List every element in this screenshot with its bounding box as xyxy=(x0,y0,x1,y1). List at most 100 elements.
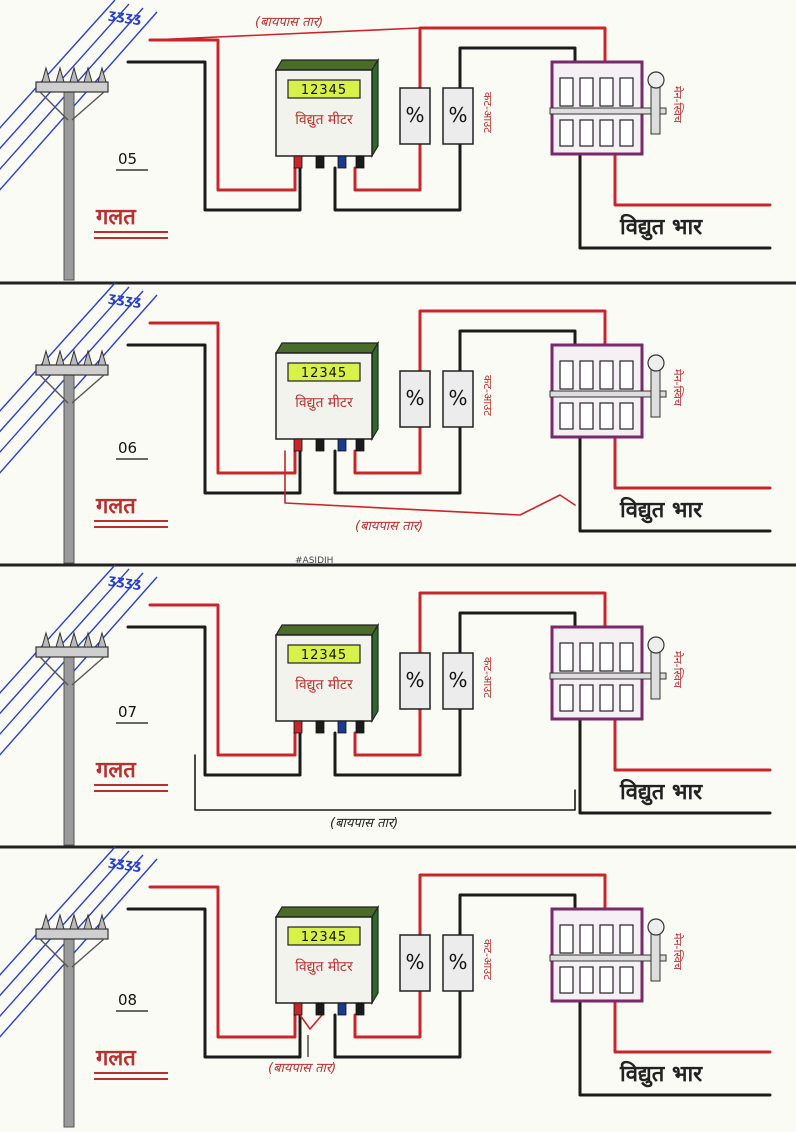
pole-insulator xyxy=(69,913,79,930)
live-wire-load xyxy=(613,995,772,1054)
bypass-label: (बायपास तार) xyxy=(355,519,423,534)
service-line xyxy=(0,576,158,756)
live-wire-in xyxy=(148,38,297,192)
meter-display xyxy=(287,644,361,664)
switch-handle xyxy=(650,930,661,982)
pole-insulator xyxy=(41,913,51,930)
switch-handle xyxy=(650,83,661,135)
switch-fuse-top xyxy=(619,360,634,390)
live-wire-in xyxy=(148,321,297,475)
bypass-wire xyxy=(284,450,576,516)
switch-fuse-bottom xyxy=(579,402,594,430)
switch-handle xyxy=(650,366,661,418)
switch-fuse-top xyxy=(599,642,614,672)
switch-fuse-bottom xyxy=(619,966,634,994)
cutout-symbol: % xyxy=(448,386,467,410)
pole-brace xyxy=(71,938,105,968)
pole-brace xyxy=(39,656,69,686)
live-wire-load xyxy=(613,713,772,772)
switch-fuse-bottom xyxy=(599,966,614,994)
pole-insulator xyxy=(97,349,107,366)
cutout-label: कट-आउट xyxy=(481,92,494,133)
meter-side xyxy=(371,904,379,1006)
meter-terminal xyxy=(355,438,365,452)
cutout-fuse xyxy=(442,370,474,428)
switch-fuse-bottom xyxy=(559,402,574,430)
service-line-marks: ʒʒʒʒ xyxy=(107,854,142,873)
main-switch-label: मेन-स्विच xyxy=(671,369,684,407)
neutral-wire-in xyxy=(126,907,302,1059)
switch-fuse-bottom xyxy=(619,402,634,430)
pole-insulator xyxy=(55,913,65,930)
verdict-label: गलत xyxy=(95,758,137,783)
meter-label: विद्युत मीटर xyxy=(295,111,353,128)
meter-terminal xyxy=(315,1002,325,1016)
meter-top xyxy=(274,906,380,918)
meter-terminal xyxy=(337,438,347,452)
cutout-symbol: % xyxy=(405,386,424,410)
switch-fuse-bottom xyxy=(579,966,594,994)
meter-terminal xyxy=(337,155,347,169)
cutout-fuse xyxy=(399,370,431,428)
switch-fuse-top xyxy=(579,924,594,954)
meter-side xyxy=(371,57,379,159)
pole-insulator xyxy=(69,66,79,83)
meter-display-digits: 12345 xyxy=(301,930,347,945)
pole-insulator xyxy=(55,631,65,648)
meter-terminal xyxy=(315,438,325,452)
meter-display-digits: 12345 xyxy=(301,366,347,381)
cutout-symbol: % xyxy=(448,668,467,692)
bypass-label: (बायपास तार) xyxy=(330,816,398,831)
bypass-label: (बायपास तार) xyxy=(255,15,323,30)
meter-top xyxy=(274,342,380,354)
switch-fuse-top xyxy=(599,360,614,390)
meter-terminal xyxy=(315,720,325,734)
live-wire-load xyxy=(613,431,772,490)
switch-fuse-bottom xyxy=(559,684,574,712)
switch-fuse-bottom xyxy=(599,402,614,430)
meter-display xyxy=(287,362,361,382)
meter-label: विद्युत मीटर xyxy=(295,676,353,693)
load-label: विद्युत भार xyxy=(619,496,703,524)
cutout-label: कट-आउट xyxy=(481,375,494,416)
pole-insulator xyxy=(97,66,107,83)
load-label: विद्युत भार xyxy=(619,213,703,241)
meter-terminal xyxy=(293,155,303,169)
bypass-wire xyxy=(194,754,576,811)
switch-fuse-bottom xyxy=(619,684,634,712)
neutral-wire-load xyxy=(578,713,772,815)
meter-label: विद्युत मीटर xyxy=(295,958,353,975)
verdict-label: गलत xyxy=(95,1046,137,1071)
switch-fuse-top xyxy=(579,642,594,672)
pole-insulator xyxy=(69,349,79,366)
switch-handle xyxy=(650,648,661,700)
verdict-label: गलत xyxy=(95,494,137,519)
main-switch-label: मेन-स्विच xyxy=(671,651,684,689)
load-label: विद्युत भार xyxy=(619,778,703,806)
service-line xyxy=(0,858,158,1038)
switch-fuse-bottom xyxy=(599,119,614,147)
cutout-fuse xyxy=(442,934,474,992)
switch-fuse-bottom xyxy=(579,684,594,712)
panel-number: 06 xyxy=(118,439,137,457)
main-switch-label: मेन-स्विच xyxy=(671,933,684,971)
service-line-marks: ʒʒʒʒ xyxy=(107,572,142,591)
pole-crossarm xyxy=(35,928,109,940)
switch-bar xyxy=(549,954,667,962)
cutout-symbol: % xyxy=(405,668,424,692)
meter-display xyxy=(287,926,361,946)
pole-insulator xyxy=(41,349,51,366)
cutout-symbol: % xyxy=(405,103,424,127)
neutral-wire-load xyxy=(578,148,772,250)
meter-label: विद्युत मीटर xyxy=(295,394,353,411)
switch-knob xyxy=(647,918,665,936)
switch-bar xyxy=(549,390,667,398)
cutout-symbol: % xyxy=(448,950,467,974)
meter-terminal xyxy=(355,720,365,734)
switch-fuse-top xyxy=(559,77,574,107)
pole-insulator xyxy=(83,913,93,930)
neutral-wire-load xyxy=(578,995,772,1097)
